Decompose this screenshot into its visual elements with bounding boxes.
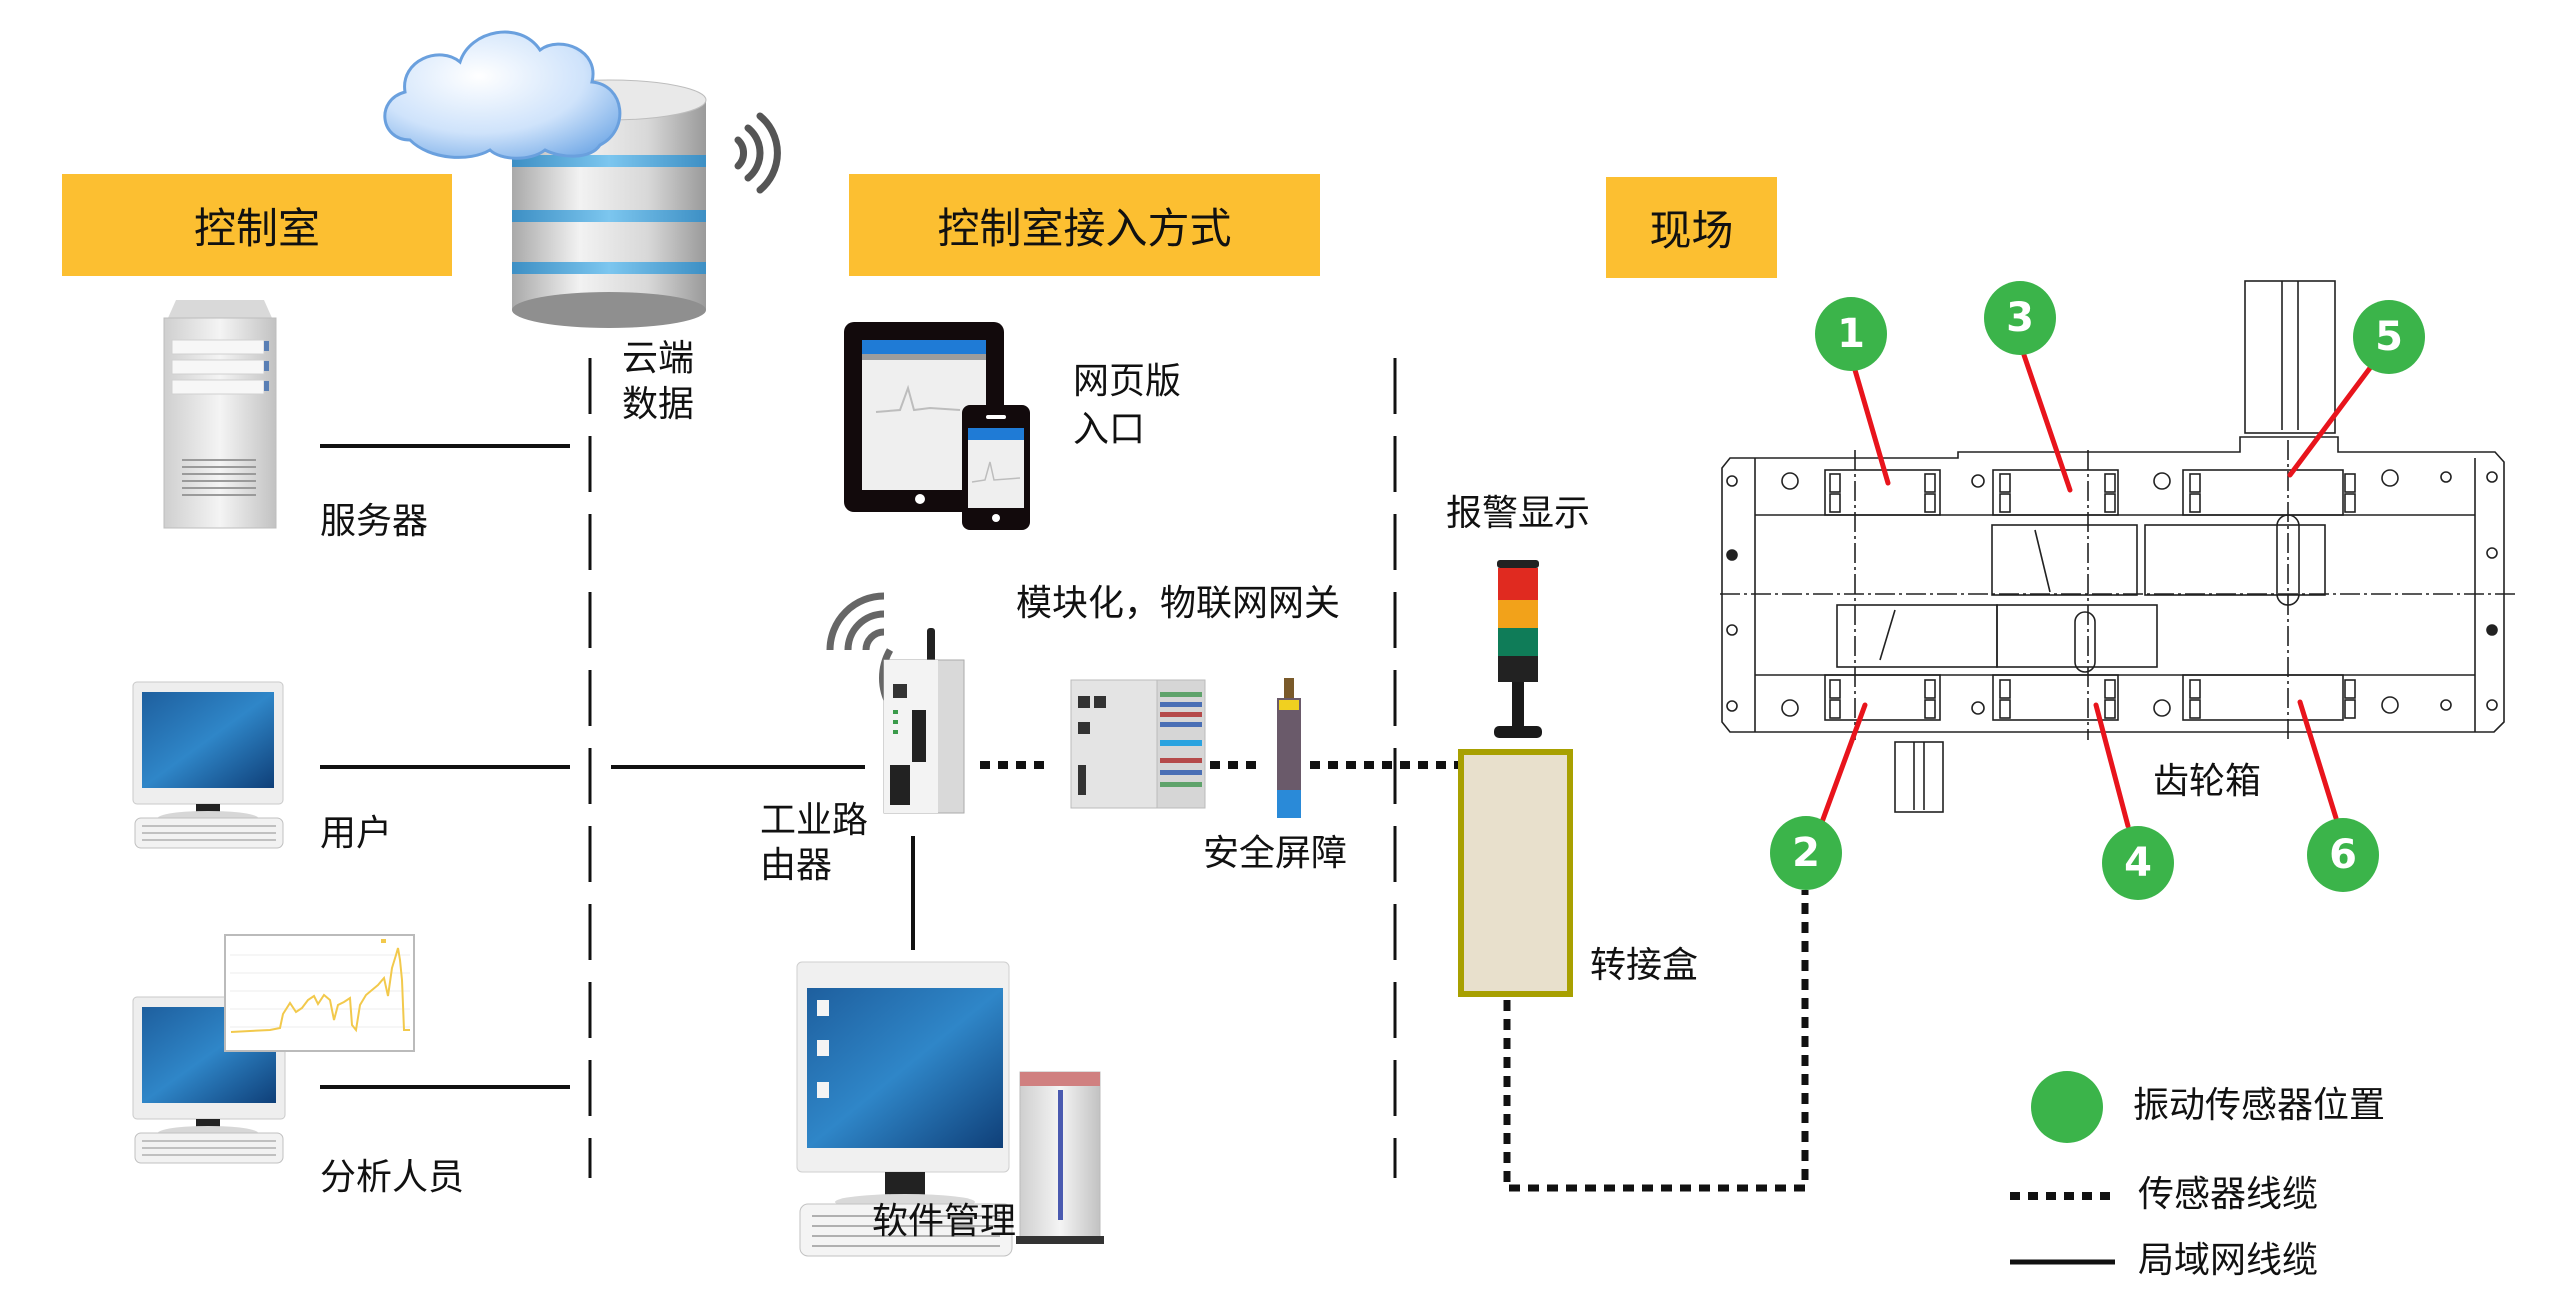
analyst-label: 分析人员 — [320, 1157, 465, 1198]
wireless-signal-icon — [734, 112, 781, 194]
header-access-methods-label: 控制室接入方式 — [937, 203, 1232, 253]
legend-sensor-marker — [2031, 1071, 2103, 1143]
gearbox-drawing — [1720, 280, 2515, 813]
legend-sensor-cable-label: 传感器线缆 — [2138, 1174, 2319, 1215]
sensor-marker-2: 2 — [1770, 816, 1842, 890]
user-label: 用户 — [320, 813, 393, 854]
cloud-data-label-line2: 数据 — [622, 384, 695, 425]
sensor-marker-number: 3 — [2006, 295, 2034, 341]
alarm-tower-light-icon — [1494, 560, 1542, 738]
sensor-pointer-6 — [2297, 699, 2339, 821]
header-control-room-label: 控制室 — [193, 203, 320, 253]
web-portal-label-line1: 网页版 — [1073, 361, 1182, 402]
sensor-marker-number: 5 — [2375, 314, 2403, 360]
sensor-cable-junction-to-gearbox — [1503, 890, 1809, 1192]
iot-gateway-module-icon — [1070, 679, 1206, 809]
sensor-marker-number: 1 — [1837, 311, 1865, 357]
cloud-data-label-line1: 云端 — [622, 338, 695, 379]
sensor-pointer-4 — [2093, 702, 2131, 829]
sensor-pointer-1 — [1852, 367, 1891, 486]
software-management-label: 软件管理 — [872, 1201, 1017, 1242]
cloud-database-icon — [383, 30, 707, 328]
router-label-line2: 由器 — [760, 845, 833, 886]
legend-sensor-location-label: 振动传感器位置 — [2133, 1085, 2386, 1126]
junction-box-icon — [1458, 749, 1573, 997]
web-portal-devices-icon — [844, 322, 1030, 530]
web-portal-label-line2: 入口 — [1073, 409, 1146, 450]
sensor-pointer-2 — [1819, 702, 1868, 825]
header-access-methods: 控制室接入方式 — [849, 174, 1320, 276]
safety-barrier-icon — [1277, 678, 1301, 818]
header-control-room: 控制室 — [62, 174, 452, 276]
header-field: 现场 — [1606, 177, 1777, 278]
analysis-chart-thumbnail — [224, 934, 415, 1052]
router-label-line1: 工业路 — [760, 800, 869, 841]
sensor-pointer-5 — [2287, 365, 2373, 478]
sensor-marker-5: 5 — [2353, 300, 2425, 374]
header-field-label: 现场 — [1649, 206, 1734, 255]
sensor-marker-6: 6 — [2307, 818, 2379, 892]
software-management-computer-icon — [796, 961, 1104, 1257]
user-computer-icon — [132, 681, 284, 849]
router-label: 工业路 由器 — [760, 798, 868, 888]
server-icon — [163, 300, 277, 529]
gateway-label: 模块化，物联网网关 — [1016, 583, 1341, 624]
sensor-marker-number: 2 — [1792, 830, 1820, 876]
alarm-display-label: 报警显示 — [1446, 493, 1591, 534]
gearbox-label: 齿轮箱 — [2153, 761, 2262, 802]
router-wireless-icon — [826, 592, 894, 708]
industrial-router-icon — [883, 628, 965, 814]
sensor-marker-3: 3 — [1984, 281, 2056, 355]
sensor-pointer-3 — [2021, 352, 2073, 493]
sensor-marker-4: 4 — [2102, 826, 2174, 900]
server-label: 服务器 — [320, 501, 429, 542]
sensor-pointers — [1819, 352, 2373, 829]
sensor-marker-number: 6 — [2329, 832, 2357, 878]
sensor-marker-number: 4 — [2124, 840, 2152, 886]
safety-barrier-label: 安全屏障 — [1203, 833, 1348, 874]
legend-lan-cable-label: 局域网线缆 — [2138, 1240, 2319, 1281]
cloud-data-label: 云端 数据 — [622, 336, 694, 428]
junction-box-label: 转接盒 — [1590, 945, 1699, 986]
sensor-marker-1: 1 — [1815, 297, 1887, 371]
web-portal-label: 网页版 入口 — [1073, 358, 1181, 454]
